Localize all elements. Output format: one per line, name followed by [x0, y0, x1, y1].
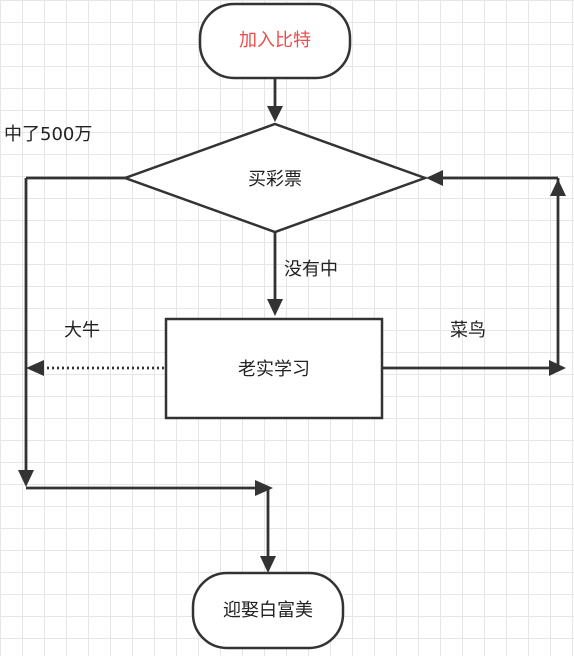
arrowhead-won	[18, 470, 34, 487]
start-node-label: 加入比特	[239, 30, 311, 51]
arrowhead-expert	[26, 360, 44, 376]
arrowhead-decision-to-process	[267, 299, 283, 316]
arrowhead-novice-return	[426, 170, 443, 186]
end-node[interactable]	[191, 571, 345, 650]
process-node-label: 老实学习	[238, 359, 310, 380]
edge-label-won: 中了500万	[4, 124, 92, 145]
arrowhead-merge	[255, 480, 273, 496]
arrowhead-to-end	[260, 556, 276, 573]
edge-label-not-won: 没有中	[284, 259, 338, 280]
edge-label-expert: 大牛	[64, 320, 100, 341]
arrowhead-novice-up	[550, 179, 566, 196]
end-node-label: 迎娶白富美	[223, 600, 313, 621]
arrowhead-start-to-decision	[267, 106, 283, 122]
edge-label-novice: 菜鸟	[450, 320, 486, 341]
decision-node-label: 买彩票	[248, 169, 302, 190]
